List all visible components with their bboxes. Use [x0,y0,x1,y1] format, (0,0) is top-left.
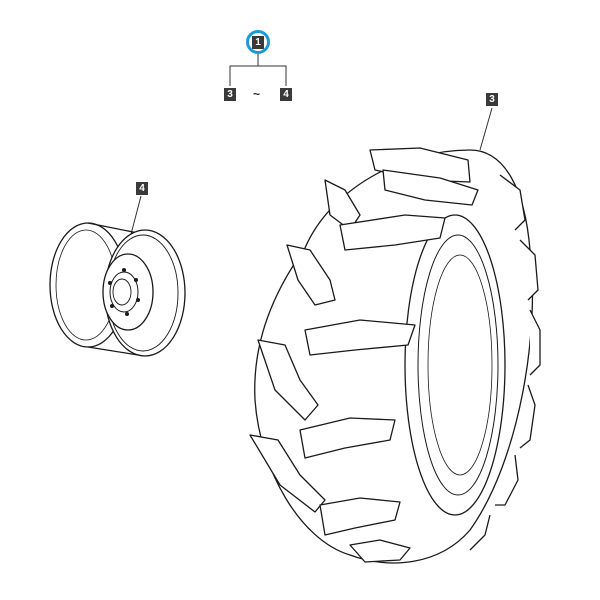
tire-illustration [249,147,541,564]
tire-leader-line [479,107,493,151]
callout-range-to[interactable]: 4 [280,88,292,101]
callout-assembly[interactable]: 1 [252,36,264,49]
callout-range-from[interactable]: 3 [224,88,236,101]
assembly-highlight-ring [246,30,270,54]
rim-illustration [49,222,186,357]
callout-tire[interactable]: 3 [486,93,498,106]
callout-rim[interactable]: 4 [136,182,148,195]
callout-range-separator: ~ [253,87,261,101]
rim-leader-line [129,195,142,239]
callout-tree-lines [229,53,287,86]
